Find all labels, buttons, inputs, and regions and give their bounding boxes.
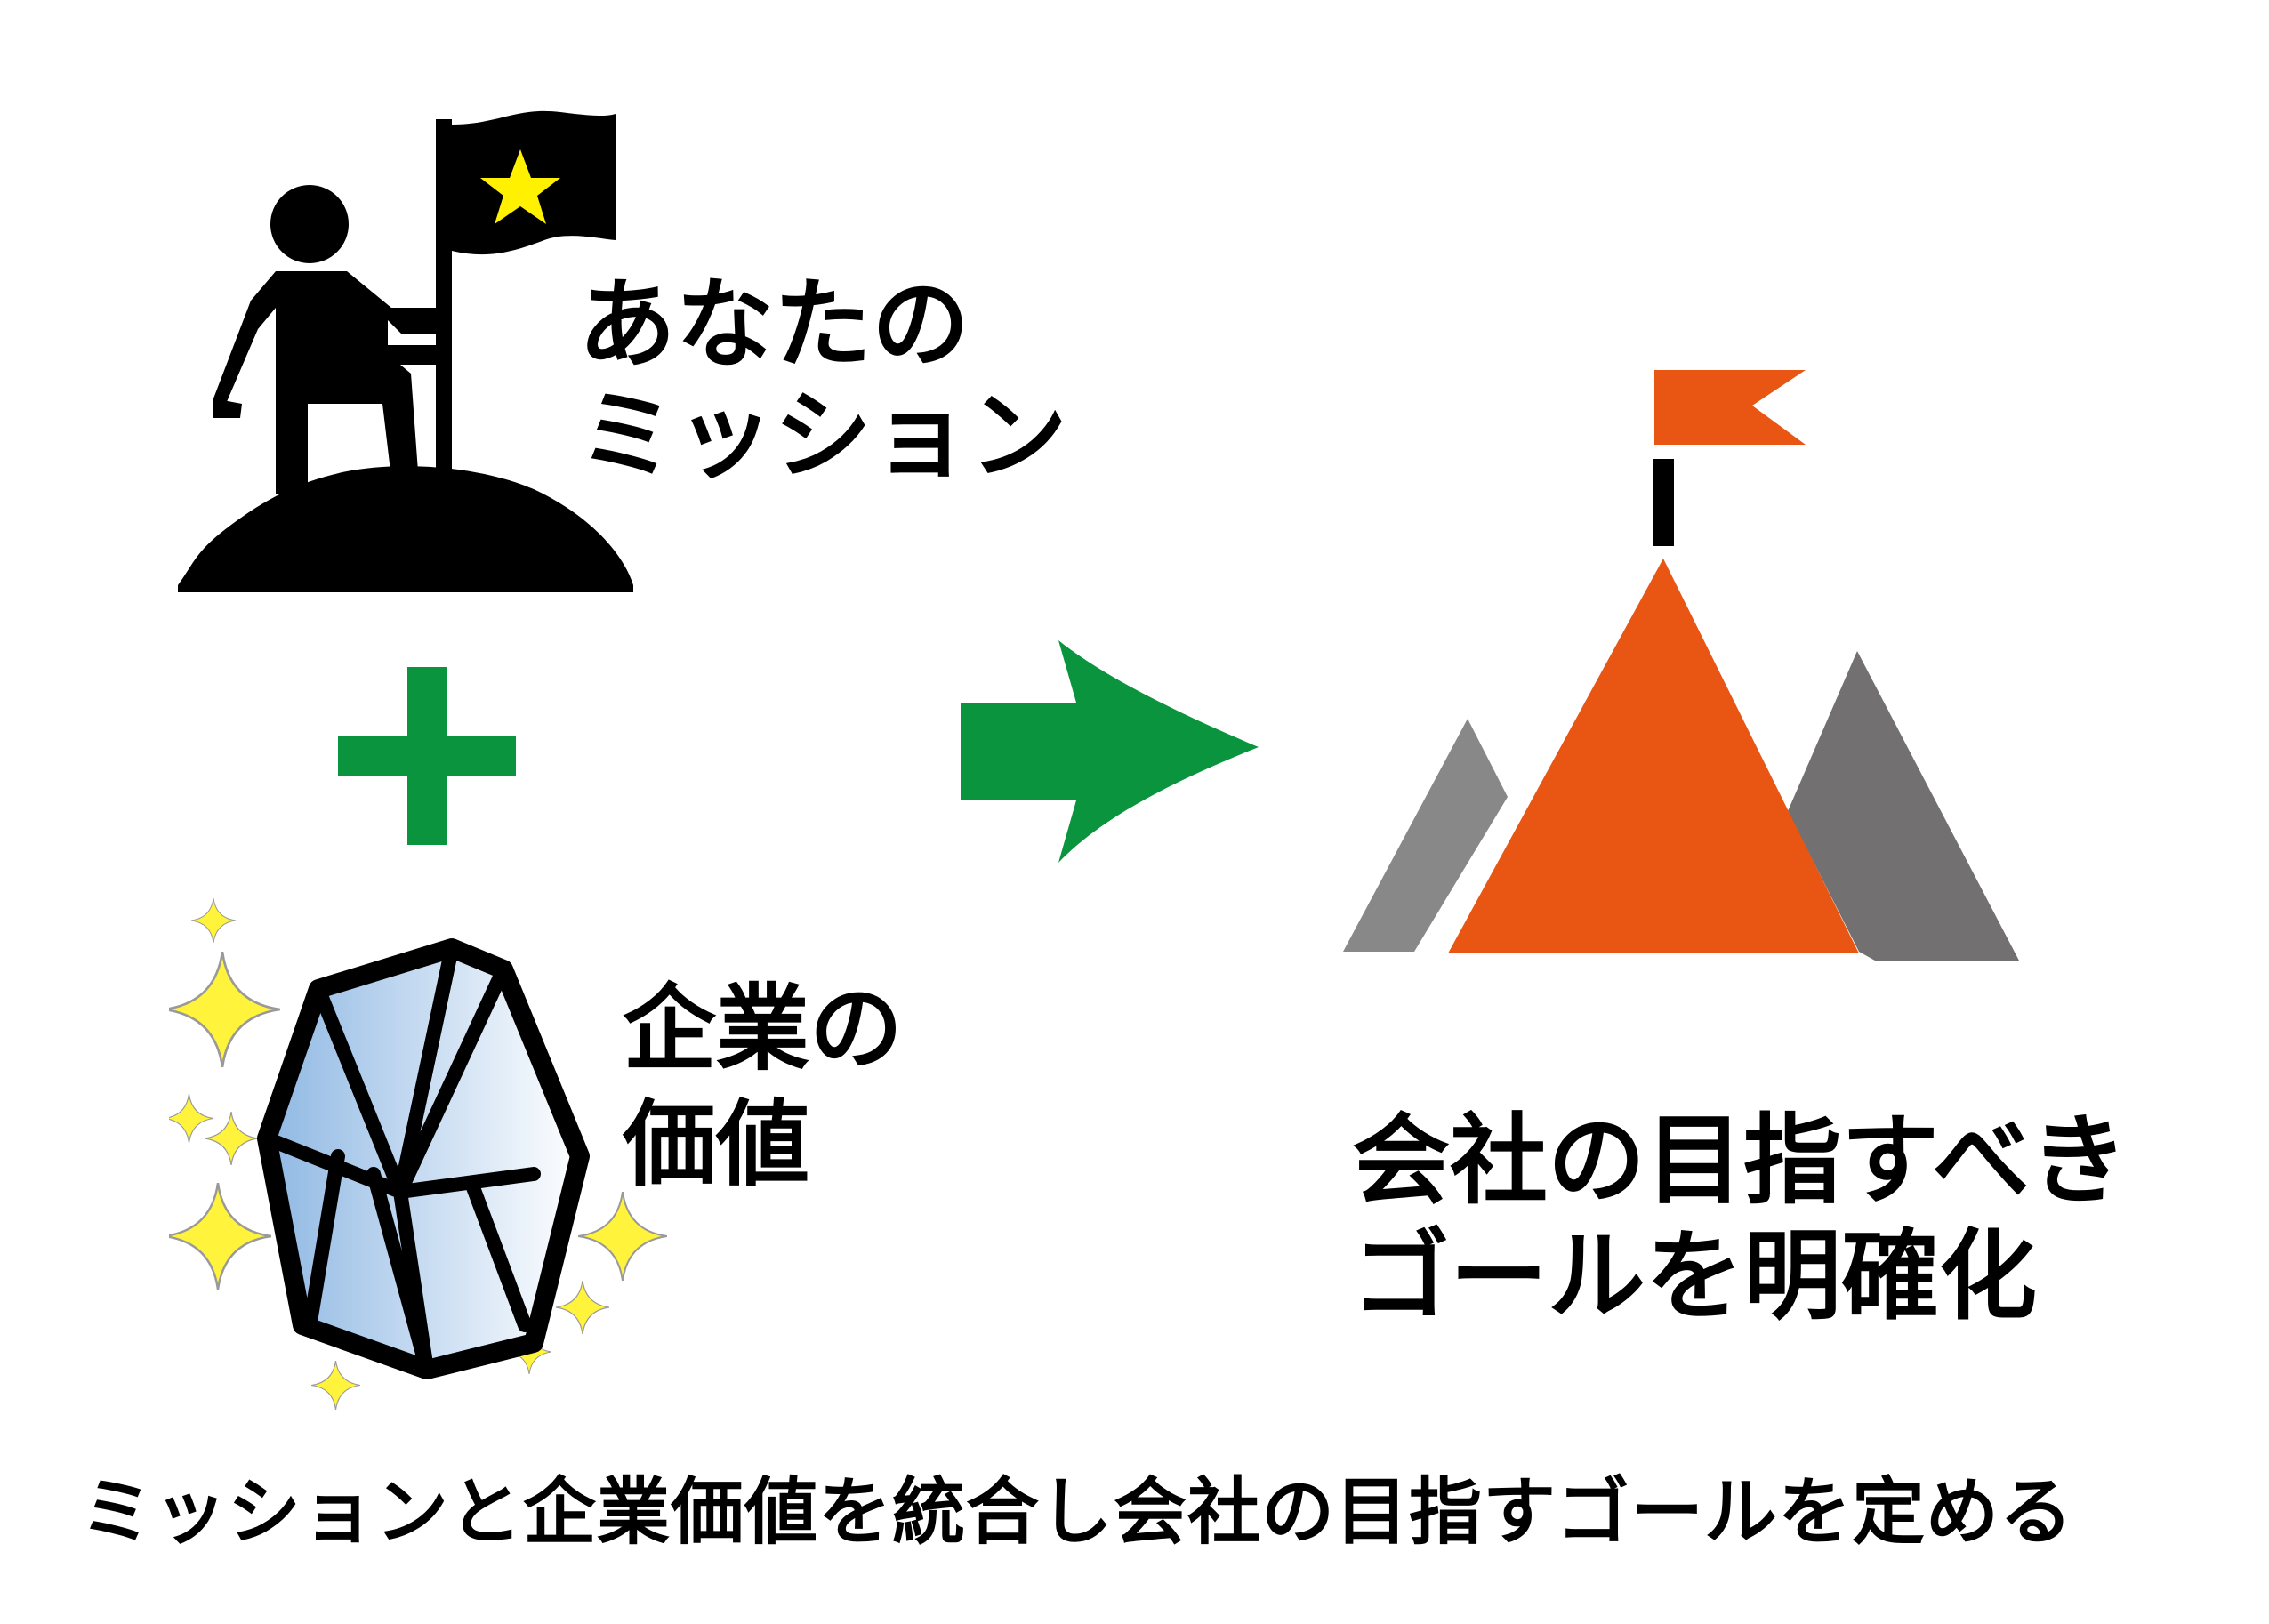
- arrow-right-icon: [961, 640, 1259, 863]
- person-with-flag-icon: [178, 110, 633, 592]
- value-label-line2: 価値: [623, 1090, 810, 1199]
- plus-icon: [338, 667, 516, 845]
- goal-label-line2: ゴールを明確化: [1352, 1219, 2037, 1333]
- mission-label-line2: ミッション: [578, 379, 1067, 493]
- gem-icon: [169, 898, 667, 1410]
- mission-label-line1: あなたの: [578, 268, 970, 382]
- star-icon: [480, 149, 560, 224]
- mountain-with-flag-icon: [1343, 370, 2019, 961]
- goal-label-line1: 会社の目指すべき: [1352, 1104, 2128, 1218]
- caption: ミッションと企業価値を統合し会社の目指すゴールを定める: [80, 1470, 2074, 1555]
- value-label-line1: 企業の: [623, 975, 904, 1083]
